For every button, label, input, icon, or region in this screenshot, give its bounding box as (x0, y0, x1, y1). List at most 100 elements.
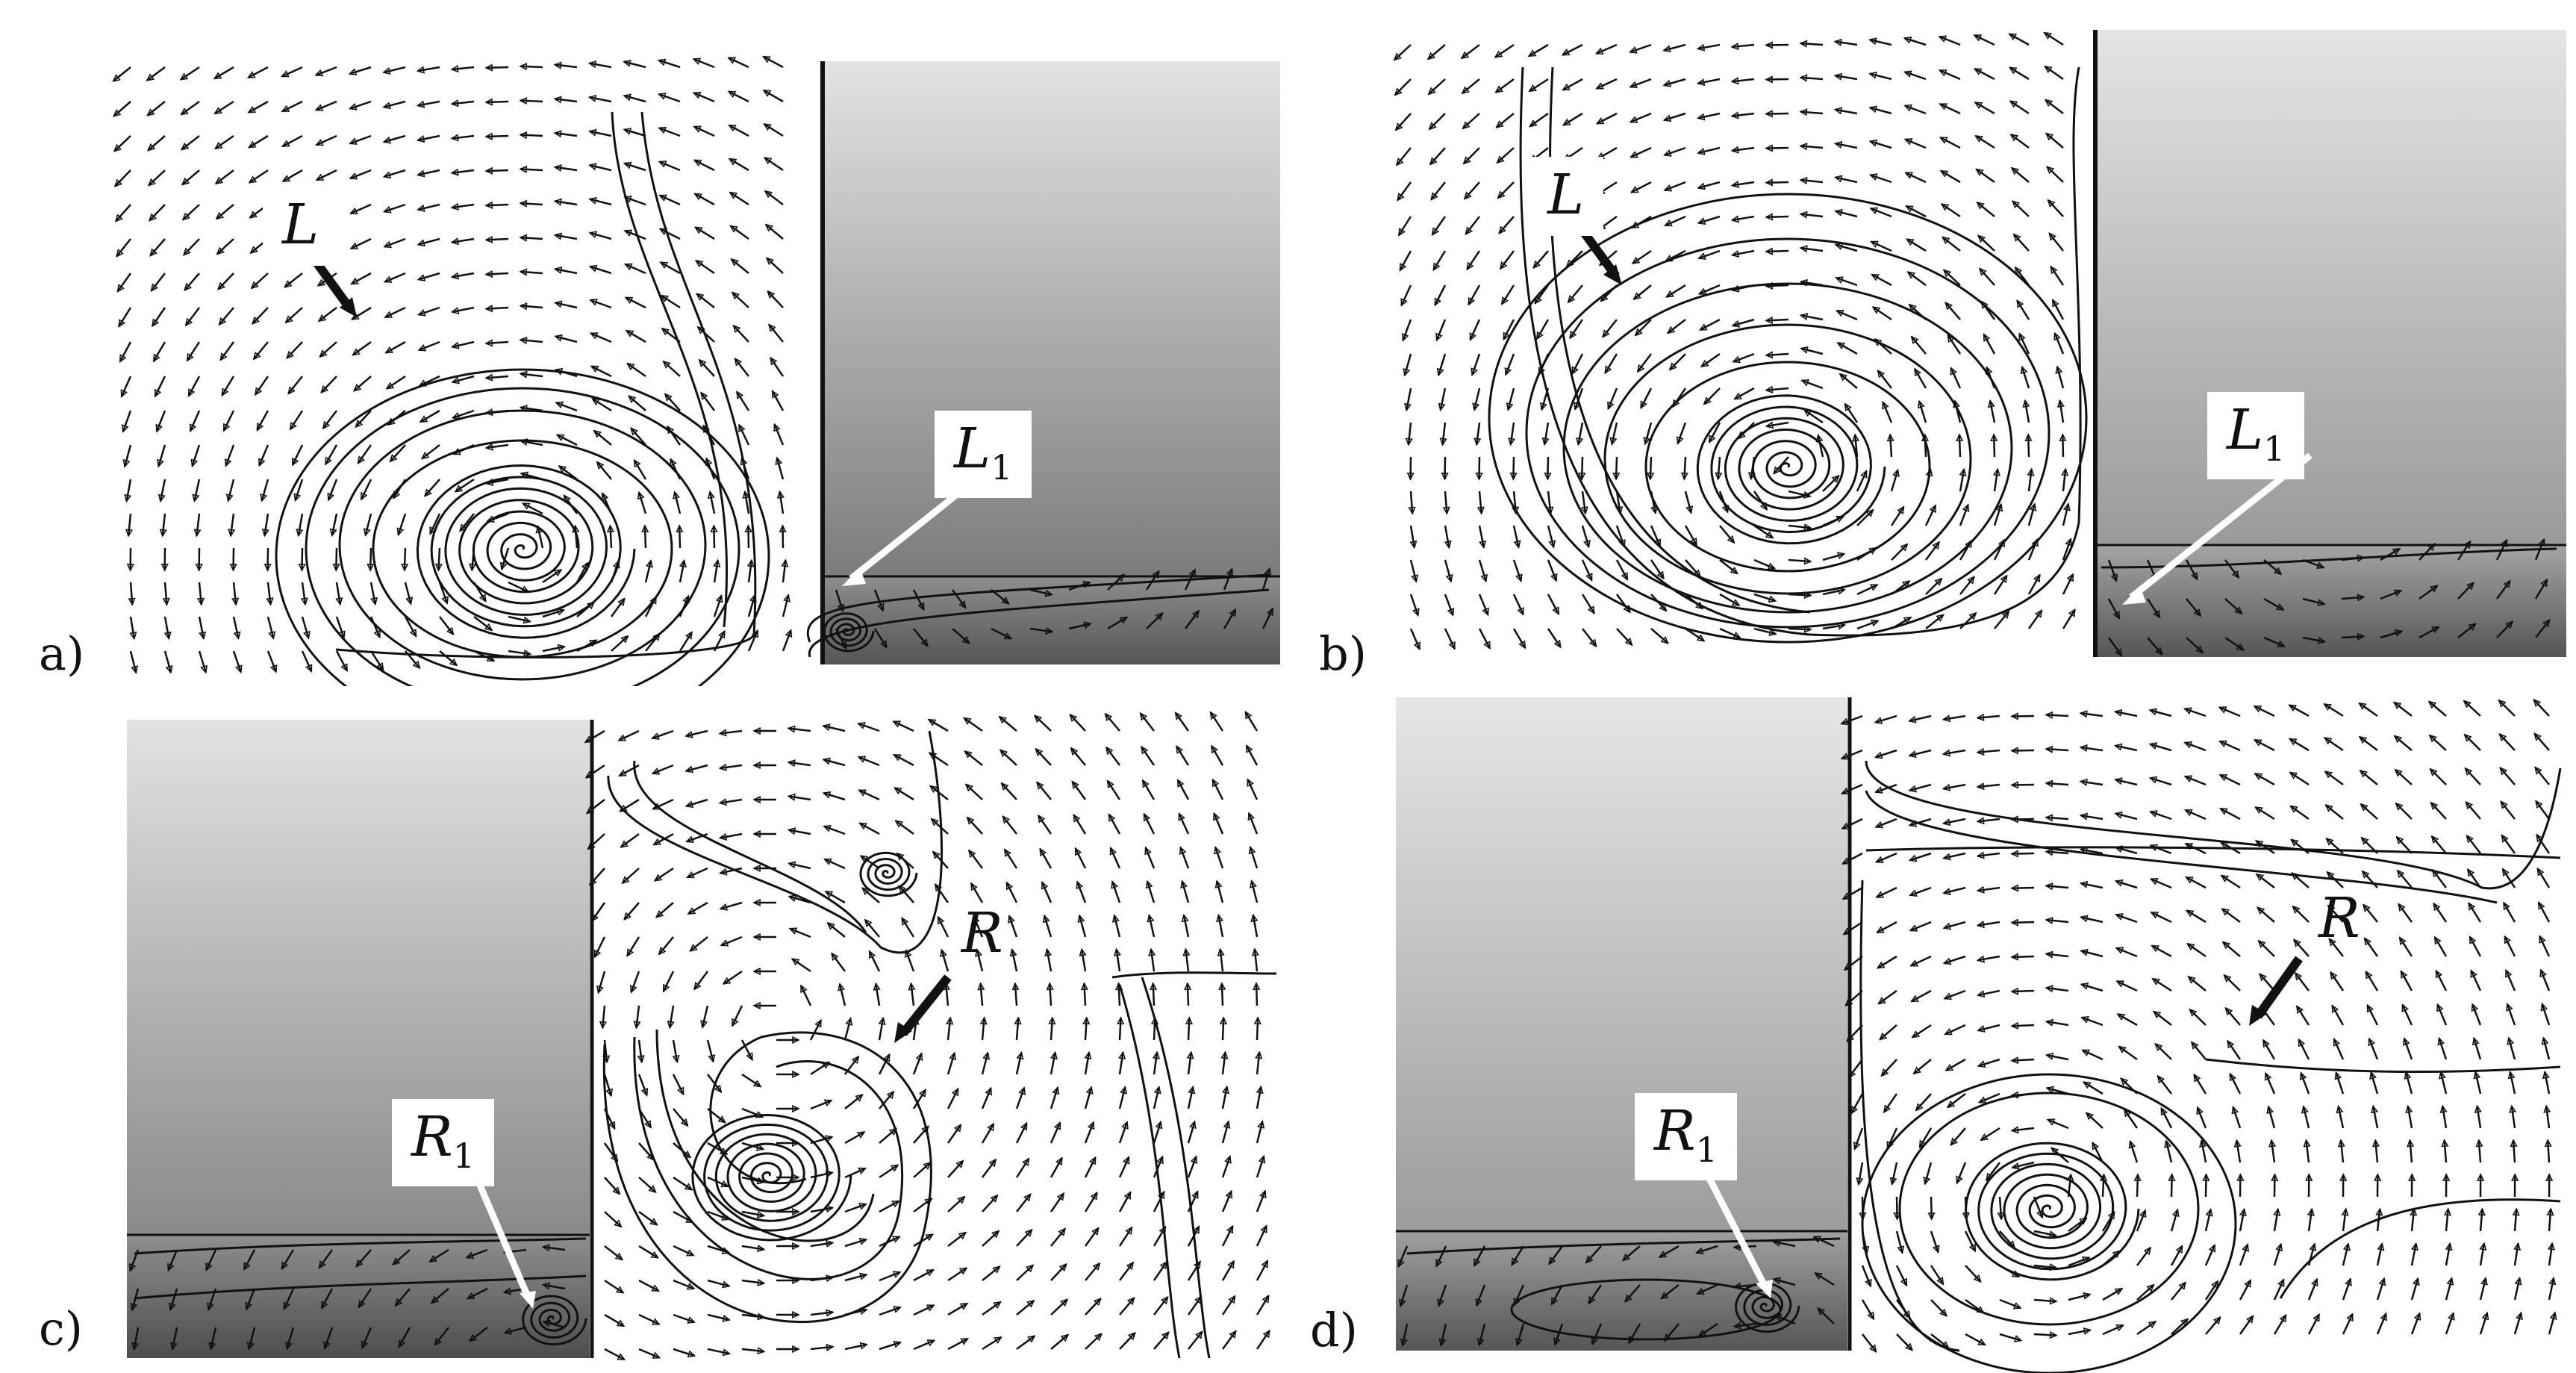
velocity-vector-head (2045, 882, 2053, 891)
velocity-vector-head (2516, 1311, 2523, 1321)
velocity-vector-head (2080, 915, 2089, 923)
velocity-vector-head (968, 849, 976, 859)
velocity-vector (2045, 850, 2069, 855)
velocity-vector-head (1897, 505, 1905, 515)
velocity-vector (720, 867, 743, 874)
velocity-vector-head (1401, 333, 1409, 342)
velocity-vector (1462, 113, 1480, 130)
velocity-vector (894, 787, 914, 801)
velocity-vector-head (169, 1342, 178, 1351)
velocity-vector-head (289, 422, 297, 431)
velocity-vector (604, 1313, 625, 1327)
velocity-vector-head (1397, 1259, 1405, 1268)
velocity-vector (542, 645, 565, 653)
velocity-vector-head (2548, 1276, 2557, 1286)
velocity-vector-head (553, 266, 563, 274)
velocity-vector-head (757, 1245, 766, 1253)
velocity-vector-head (1904, 172, 1913, 179)
velocity-vector-head (1571, 366, 1579, 376)
velocity-vector-head (1983, 333, 1991, 342)
velocity-vector (2046, 885, 2069, 889)
velocity-vector-head (2331, 1004, 2339, 1014)
velocity-vector (747, 560, 753, 583)
velocity-vector-head (1836, 342, 1846, 349)
velocity-vector-head (1562, 83, 1571, 91)
velocity-vector-head (2133, 1173, 2142, 1182)
velocity-vector (873, 589, 885, 611)
velocity-vector-head (1495, 120, 1504, 128)
velocity-vector (2051, 299, 2065, 320)
velocity-vector-head (1730, 250, 1740, 258)
velocity-vector (1879, 1024, 1897, 1041)
velocity-vector-head (1253, 1016, 1262, 1025)
velocity-vector (1977, 1024, 2000, 1032)
velocity-vector (2366, 1004, 2379, 1026)
velocity-vector-head (502, 1287, 511, 1295)
velocity-vector-head (352, 348, 361, 356)
velocity-vector-head (1444, 540, 1452, 549)
sublabel-main: L (2227, 398, 2264, 462)
velocity-vector (1462, 78, 1480, 95)
velocity-vector-head (2061, 467, 2069, 476)
velocity-vector-head (228, 529, 236, 538)
velocity-vector-head (416, 169, 425, 178)
velocity-vector-head (1846, 1033, 1855, 1043)
velocity-vector-head (1685, 505, 1694, 514)
velocity-vector-head (1156, 1155, 1164, 1165)
velocity-vector (466, 1248, 488, 1259)
velocity-vector-head (1436, 367, 1444, 377)
velocity-vector-head (2394, 629, 2404, 637)
velocity-vector (1495, 78, 1515, 93)
velocity-vector (1910, 955, 1932, 967)
velocity-vector (2059, 400, 2065, 423)
velocity-vector-head (1069, 713, 1078, 723)
velocity-vector (1874, 714, 1897, 723)
velocity-vector-head (990, 1194, 999, 1203)
velocity-vector (2184, 708, 2207, 717)
velocity-vector-head (2405, 1104, 2413, 1114)
velocity-vector (210, 1327, 217, 1350)
velocity-vector-head (657, 58, 667, 66)
velocity-vector (1582, 628, 1597, 647)
velocity-vector-head (122, 459, 131, 468)
velocity-vector-head (2231, 570, 2240, 579)
velocity-vector (2501, 834, 2516, 854)
velocity-vector (219, 341, 235, 361)
velocity-vector (485, 169, 509, 172)
velocity-vector-head (800, 984, 808, 994)
sublabel-index: 1 (452, 1135, 475, 1176)
velocity-vector-head (1033, 714, 1043, 723)
velocity-vector (555, 63, 578, 69)
velocity-vector (2513, 1312, 2522, 1335)
velocity-vector-head (2412, 1277, 2420, 1286)
velocity-vector-head (2500, 538, 2508, 548)
velocity-vector-head (1229, 608, 1237, 617)
velocity-vector (1465, 216, 1480, 235)
velocity-vector (2115, 913, 2138, 924)
velocity-vector-head (1244, 710, 1253, 720)
velocity-vector (335, 650, 349, 672)
velocity-vector (1249, 847, 1259, 869)
velocity-vector-head (1503, 331, 1510, 341)
velocity-vector (720, 832, 743, 839)
velocity-vector-head (247, 105, 257, 113)
velocity-vector-head (1968, 611, 1977, 620)
velocity-vector-head (2045, 745, 2053, 753)
velocity-vector (1822, 552, 1845, 561)
velocity-vector-head (2008, 66, 2018, 75)
velocity-vector-head (349, 242, 359, 249)
sublabel: R1 (392, 1099, 494, 1186)
velocity-vector-head (2080, 948, 2089, 956)
velocity-vector (728, 57, 749, 69)
velocity-vector (1604, 353, 1618, 374)
velocity-vector-head (1927, 1212, 1936, 1221)
velocity-vector (147, 135, 166, 152)
velocity-vector (2153, 1010, 2172, 1026)
velocity-vector-head (1974, 135, 1983, 143)
vortex-label: R (942, 895, 1023, 974)
velocity-vector-head (1730, 566, 1739, 575)
velocity-vector (638, 1279, 660, 1292)
velocity-vector (349, 100, 372, 110)
velocity-vector-head (1024, 1228, 1033, 1238)
velocity-vector (1697, 78, 1721, 85)
